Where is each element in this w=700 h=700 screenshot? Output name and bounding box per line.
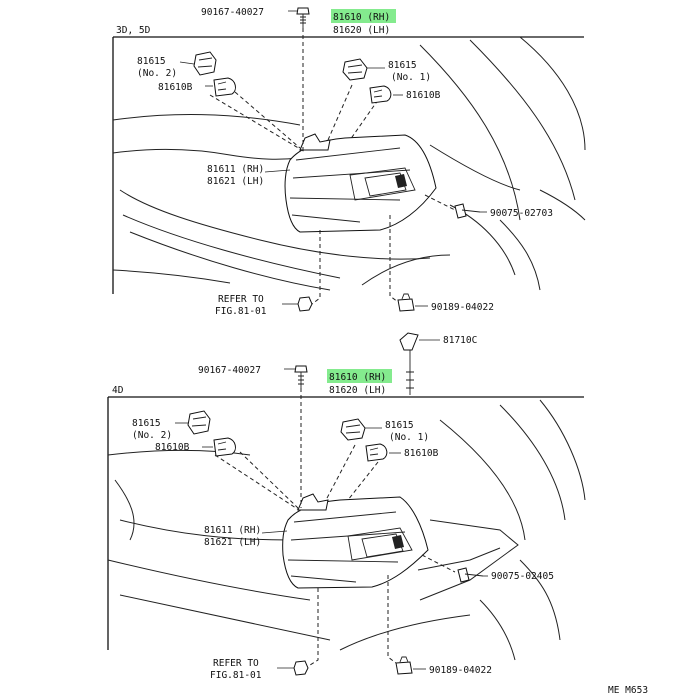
section-frame [112,36,584,294]
part-tag: (No. 2) [132,430,172,441]
highlight-mark [331,9,396,23]
grommet-icon [297,296,313,312]
part-number: 90189-04022 [429,665,492,676]
socket-icon [342,58,368,81]
part-tag: (No. 1) [391,72,431,83]
clip-icon [397,293,415,312]
grommet-icon [293,660,309,676]
section-frame [107,396,584,650]
screw-icon [457,567,484,583]
page-code: ME M653 [608,685,648,696]
part-number: 81615 [388,60,417,71]
part-number: 81610B [155,442,190,453]
section-3d-5d: 3D, 5D [112,7,586,317]
bolt-icon [294,365,308,388]
part-number: 90075-02405 [491,571,554,582]
part-number: 90167-40027 [201,7,264,18]
part-number-highlighted[interactable]: 81610 (RH) [329,372,386,383]
part-number: 81615 [132,418,161,429]
variant-label: 4D [112,385,124,396]
part-number: 90075-02703 [490,208,553,219]
part-number: 81615 [137,56,166,67]
vehicle-body-outline [107,399,586,661]
refer-figure[interactable]: FIG.81-01 [215,306,267,317]
part-number: 81611 (RH) [204,525,261,536]
part-number: 81710C [443,335,477,346]
part-number: 81620 (LH) [333,25,390,36]
rear-combination-lamp [284,133,437,233]
part-tag: (No. 2) [137,68,177,79]
screw-icon [454,203,481,219]
refer-text: REFER TO [218,294,264,305]
variant-label: 3D, 5D [116,25,151,36]
part-number: 81610B [406,90,441,101]
vehicle-body-outline [112,36,586,291]
bulb-icon [213,437,236,457]
part-number: 90189-04022 [431,302,494,313]
highlight-mark [327,369,392,383]
bulb-icon [369,85,392,104]
socket-icon [193,51,217,76]
part-number: 81621 (LH) [204,537,261,548]
bulb-icon [365,443,388,462]
part-tag: (No. 1) [389,432,429,443]
rear-combination-lamp [282,493,429,589]
section-4d: 4D 81710C [107,332,586,681]
socket-icon [340,418,366,441]
part-number: 90167-40027 [198,365,261,376]
part-number-highlighted[interactable]: 81610 (RH) [333,12,390,23]
bolt-icon [296,7,310,28]
part-number: 81611 (RH) [207,164,264,175]
refer-figure[interactable]: FIG.81-01 [210,670,262,681]
bulb-icon [213,77,236,97]
part-number: 81620 (LH) [329,385,386,396]
refer-text: REFER TO [213,658,259,669]
part-number: 81615 [385,420,414,431]
part-number: 81610B [158,82,193,93]
part-number: 81610B [404,448,439,459]
socket-icon [187,410,211,435]
clip-icon [395,656,413,675]
part-number: 81621 (LH) [207,176,264,187]
bracket-icon [399,332,419,395]
